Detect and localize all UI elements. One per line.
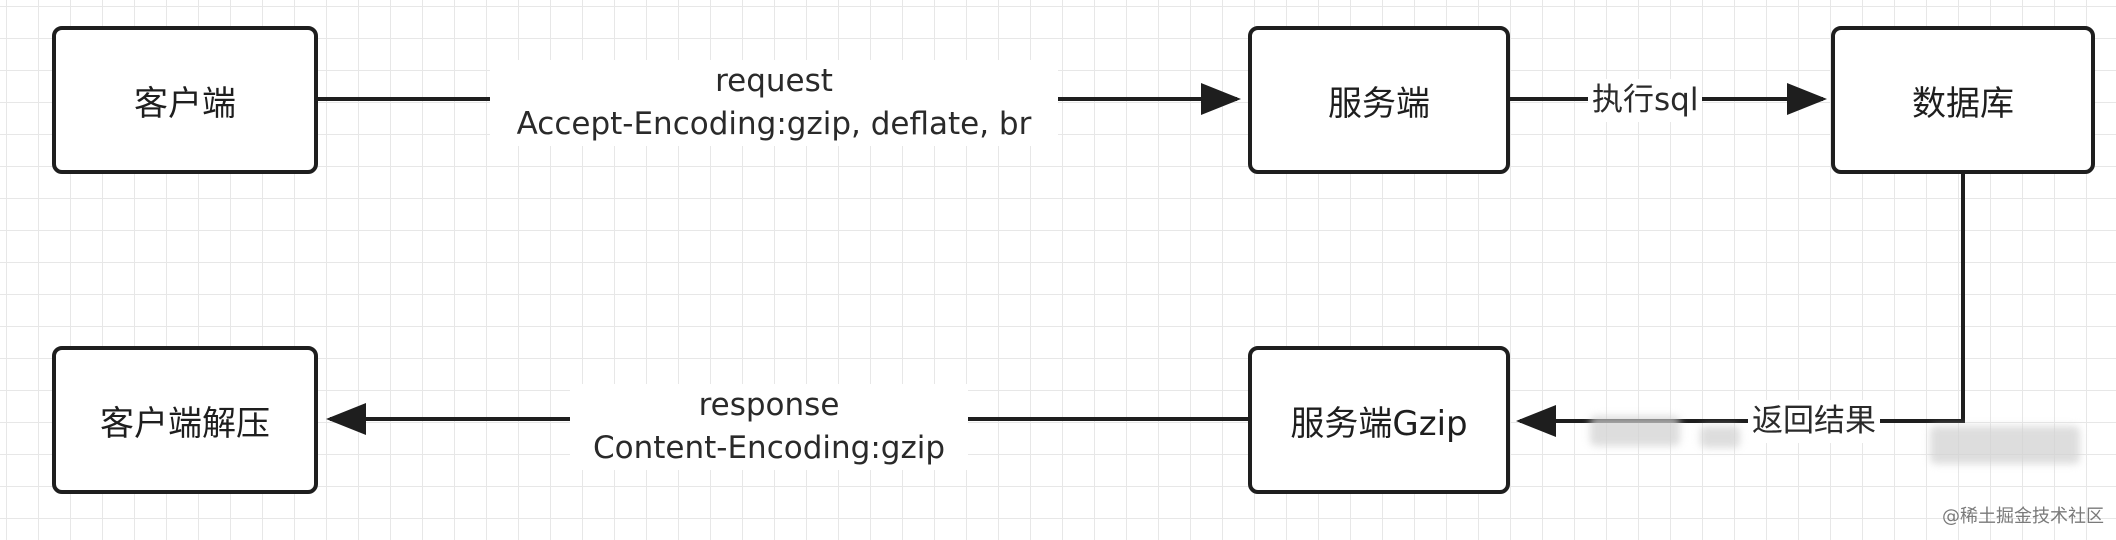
request-label-line1: request: [715, 63, 833, 99]
server-gzip-node-label: 服务端Gzip: [1290, 403, 1468, 444]
client-node[interactable]: 客户端: [52, 26, 318, 174]
client-decompress-node[interactable]: 客户端解压: [52, 346, 318, 494]
database-node-label: 数据库: [1912, 83, 2014, 124]
blurred-region: [1590, 416, 1680, 446]
return-result-label-text: 返回结果: [1752, 403, 1876, 439]
response-label: response Content-Encoding:gzip: [570, 384, 968, 470]
watermark: @稀土掘金技术社区: [1942, 506, 2104, 527]
return-result-label: 返回结果: [1748, 400, 1880, 443]
client-node-label: 客户端: [134, 83, 236, 124]
execute-sql-label-text: 执行sql: [1592, 82, 1699, 118]
server-node[interactable]: 服务端: [1248, 26, 1510, 174]
blurred-region: [1930, 426, 2080, 464]
request-label: request Accept-Encoding:gzip, deflate, b…: [490, 60, 1058, 146]
server-node-label: 服务端: [1328, 83, 1430, 124]
database-node[interactable]: 数据库: [1831, 26, 2095, 174]
request-label-line2: Accept-Encoding:gzip, deflate, br: [516, 106, 1032, 142]
server-gzip-node[interactable]: 服务端Gzip: [1248, 346, 1510, 494]
response-label-line2: Content-Encoding:gzip: [592, 430, 946, 466]
return-result-arrow: [1516, 174, 1965, 437]
client-decompress-node-label: 客户端解压: [100, 403, 270, 444]
response-label-line1: response: [698, 387, 840, 423]
blurred-region: [1700, 426, 1740, 448]
execute-sql-label: 执行sql: [1588, 79, 1703, 122]
